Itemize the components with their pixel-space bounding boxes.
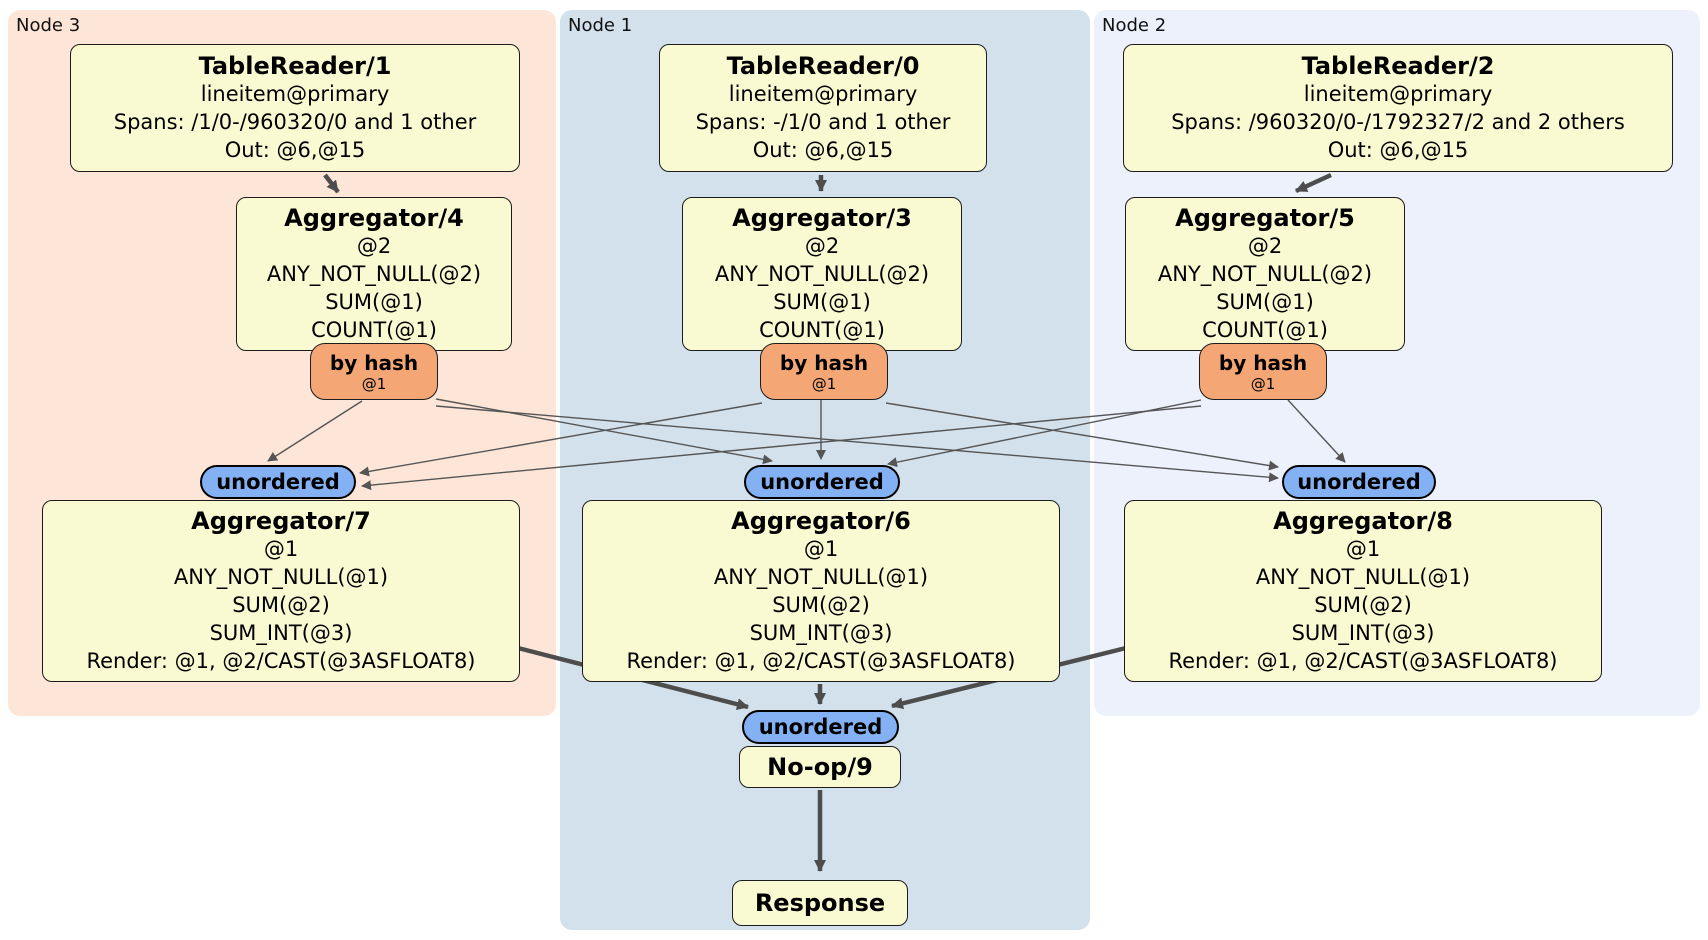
render-line: Render: @1, @2/CAST(@3ASFLOAT8)	[626, 649, 1016, 673]
agg-fn-line: SUM(@1)	[1216, 290, 1314, 314]
group-cols-line: @2	[804, 234, 840, 258]
agg-fn-line: ANY_NOT_NULL(@2)	[714, 262, 930, 286]
router-cols: @1	[361, 374, 387, 393]
processor-title: Aggregator/7	[191, 507, 371, 535]
out-line: Out: @6,@15	[752, 138, 894, 162]
router-cols: @1	[811, 374, 837, 393]
processor-title: TableReader/1	[198, 52, 392, 80]
aggregator-4-box: Aggregator/4 @2 ANY_NOT_NULL(@2) SUM(@1)…	[236, 197, 512, 351]
unordered-sync-node1: unordered	[744, 465, 900, 499]
tablereader-1-box: TableReader/1 lineitem@primary Spans: /1…	[70, 44, 520, 172]
aggregator-8-box: Aggregator/8 @1 ANY_NOT_NULL(@1) SUM(@2)…	[1124, 500, 1602, 682]
agg-fn-line: ANY_NOT_NULL(@1)	[1255, 565, 1471, 589]
render-line: Render: @1, @2/CAST(@3ASFLOAT8)	[86, 649, 476, 673]
aggregator-3-box: Aggregator/3 @2 ANY_NOT_NULL(@2) SUM(@1)…	[682, 197, 962, 351]
node2-label: Node 2	[1102, 15, 1167, 36]
hash-router-node2: by hash @1	[1199, 343, 1327, 400]
processor-title: No-op/9	[767, 753, 873, 781]
agg-fn-line: SUM_INT(@3)	[1291, 621, 1435, 645]
processor-title: TableReader/2	[1301, 52, 1495, 80]
agg-fn-line: COUNT(@1)	[1202, 318, 1328, 342]
router-label: by hash	[329, 350, 419, 375]
processor-title: Aggregator/4	[284, 204, 464, 232]
response-box: Response	[732, 880, 908, 926]
sync-label: unordered	[216, 469, 340, 494]
node3-label: Node 3	[16, 15, 81, 36]
agg-fn-line: ANY_NOT_NULL(@2)	[266, 262, 482, 286]
agg-fn-line: SUM(@1)	[773, 290, 871, 314]
out-line: Out: @6,@15	[224, 138, 366, 162]
group-cols-line: @2	[356, 234, 392, 258]
edge-tablereader2-aggregator5	[1295, 172, 1332, 194]
processor-title: Aggregator/3	[732, 204, 912, 232]
unordered-sync-node2: unordered	[1282, 465, 1436, 499]
processor-title: TableReader/0	[726, 52, 920, 80]
spans-line: Spans: -/1/0 and 1 other	[695, 110, 951, 134]
processor-title: Aggregator/5	[1175, 204, 1355, 232]
tablereader-0-box: TableReader/0 lineitem@primary Spans: -/…	[659, 44, 987, 172]
index-line: lineitem@primary	[200, 82, 390, 106]
agg-fn-line: ANY_NOT_NULL(@2)	[1157, 262, 1373, 286]
agg-fn-line: COUNT(@1)	[759, 318, 885, 342]
edge-router3-sync3	[267, 400, 363, 462]
edge-router2-sync3	[361, 405, 1202, 491]
spans-line: Spans: /960320/0-/1792327/2 and 2 others	[1171, 110, 1625, 134]
aggregator-5-box: Aggregator/5 @2 ANY_NOT_NULL(@2) SUM(@1)…	[1125, 197, 1405, 351]
group-cols-line: @2	[1247, 234, 1283, 258]
agg-fn-line: SUM(@2)	[232, 593, 330, 617]
processor-title: Aggregator/6	[731, 507, 911, 535]
processor-title: Response	[754, 889, 886, 917]
group-cols-line: @1	[1345, 537, 1381, 561]
out-line: Out: @6,@15	[1327, 138, 1469, 162]
tablereader-2-box: TableReader/2 lineitem@primary Spans: /9…	[1123, 44, 1673, 172]
edge-router2-sync1	[887, 399, 1202, 468]
router-cols: @1	[1250, 374, 1276, 393]
router-label: by hash	[779, 350, 869, 375]
processor-title: Aggregator/8	[1273, 507, 1453, 535]
aggregator-6-box: Aggregator/6 @1 ANY_NOT_NULL(@1) SUM(@2)…	[582, 500, 1060, 682]
agg-fn-line: SUM(@1)	[325, 290, 423, 314]
unordered-sync-final: unordered	[742, 710, 899, 744]
agg-fn-line: SUM_INT(@3)	[209, 621, 353, 645]
spans-line: Spans: /1/0-/960320/0 and 1 other	[113, 110, 477, 134]
agg-fn-line: COUNT(@1)	[311, 318, 437, 342]
edge-tablereader1-aggregator4	[323, 173, 340, 194]
index-line: lineitem@primary	[1303, 82, 1493, 106]
sync-label: unordered	[758, 714, 883, 739]
group-cols-line: @1	[803, 537, 839, 561]
render-line: Render: @1, @2/CAST(@3ASFLOAT8)	[1168, 649, 1558, 673]
aggregator-7-box: Aggregator/7 @1 ANY_NOT_NULL(@1) SUM(@2)…	[42, 500, 520, 682]
hash-router-node1: by hash @1	[760, 343, 888, 400]
hash-router-node3: by hash @1	[310, 343, 438, 400]
agg-fn-line: SUM(@2)	[1314, 593, 1412, 617]
group-cols-line: @1	[263, 537, 299, 561]
sync-label: unordered	[1297, 469, 1421, 494]
node1-label: Node 1	[568, 15, 633, 36]
agg-fn-line: SUM(@2)	[772, 593, 870, 617]
index-line: lineitem@primary	[728, 82, 918, 106]
sync-label: unordered	[760, 469, 884, 494]
edge-router1-sync2	[885, 402, 1279, 471]
router-label: by hash	[1218, 350, 1308, 375]
agg-fn-line: ANY_NOT_NULL(@1)	[173, 565, 389, 589]
agg-fn-line: SUM_INT(@3)	[749, 621, 893, 645]
noop-box: No-op/9	[739, 746, 901, 788]
edge-router2-sync2	[1287, 399, 1346, 463]
edge-router1-sync3	[359, 402, 763, 477]
agg-fn-line: ANY_NOT_NULL(@1)	[713, 565, 929, 589]
unordered-sync-node3: unordered	[200, 465, 356, 499]
edge-router3-sync2	[435, 405, 1279, 483]
